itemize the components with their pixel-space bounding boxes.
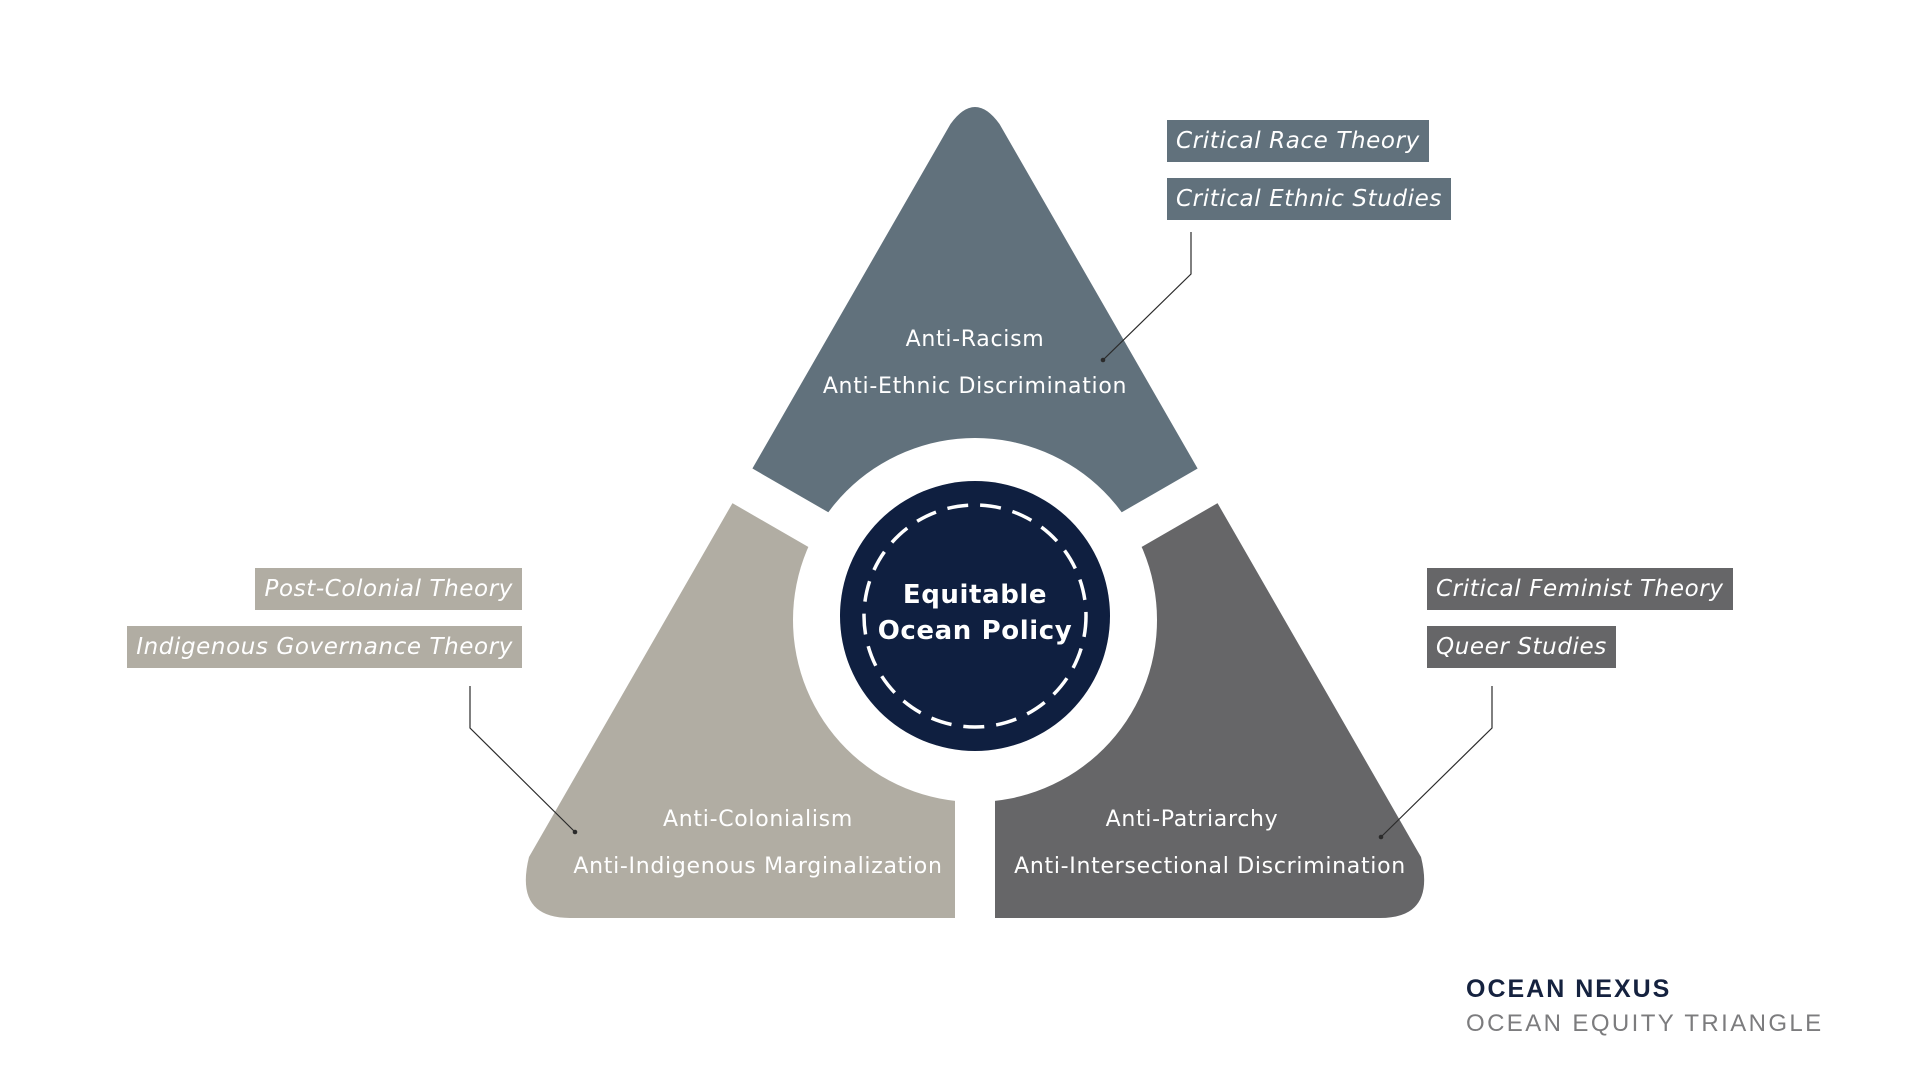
leader-line-left <box>469 686 578 835</box>
theory-tag-indigenous-governance-theory: Indigenous Governance Theory <box>127 626 522 668</box>
theory-tag-post-colonial-theory: Post-Colonial Theory <box>255 568 522 610</box>
segment-right-label-1: Anti-Patriarchy <box>1106 807 1279 832</box>
segment-right-shape <box>975 440 1425 918</box>
segment-top-label-1: Anti-Racism <box>906 327 1045 352</box>
brand-subtitle: OCEAN EQUITY TRIANGLE <box>1466 1010 1824 1037</box>
brand-name: OCEAN NEXUS <box>1466 975 1672 1003</box>
theory-tag-critical-feminist-theory: Critical Feminist Theory <box>1427 568 1733 610</box>
leader-line-right <box>1378 686 1493 840</box>
theory-tag-critical-race-theory: Critical Race Theory <box>1167 120 1429 162</box>
center-title-line2: Ocean Policy <box>878 616 1073 646</box>
center-title-line1: Equitable <box>903 580 1047 610</box>
segment-left-label-2: Anti-Indigenous Marginalization <box>573 854 942 879</box>
segment-right-label-2: Anti-Intersectional Discrimination <box>1014 854 1406 879</box>
center-dashed-ring <box>862 503 1088 729</box>
segment-left-label-1: Anti-Colonialism <box>663 807 853 832</box>
segment-top-label-2: Anti-Ethnic Discrimination <box>823 374 1127 399</box>
leader-line-top <box>1100 232 1192 363</box>
theory-tag-critical-ethnic-studies: Critical Ethnic Studies <box>1167 178 1451 220</box>
theory-tag-queer-studies: Queer Studies <box>1427 626 1616 668</box>
center-circle <box>840 481 1110 751</box>
